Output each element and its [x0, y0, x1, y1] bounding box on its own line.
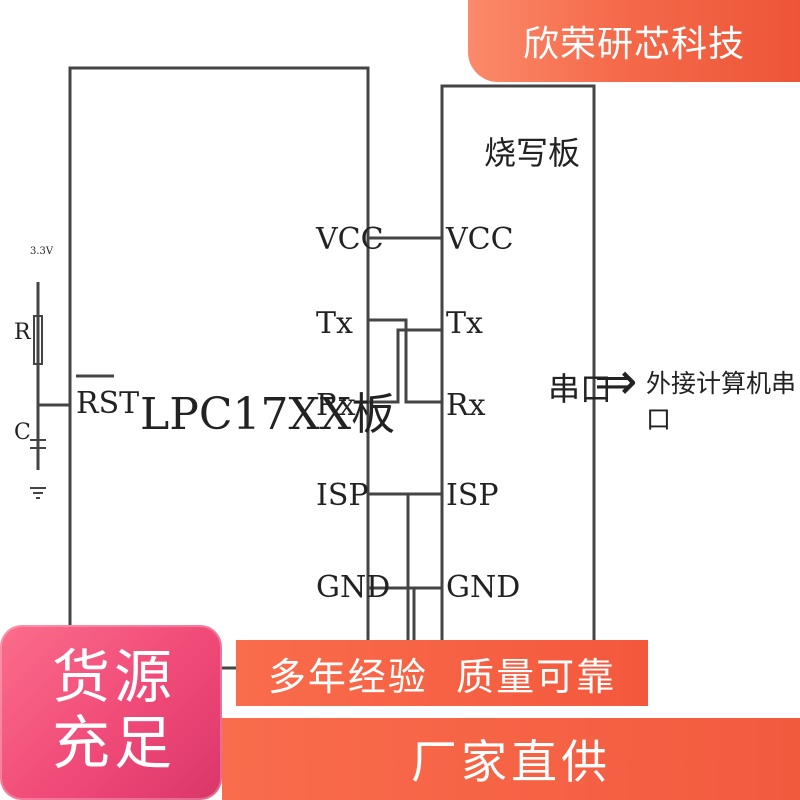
c-label: C — [14, 420, 31, 445]
r-label: R — [14, 320, 31, 345]
factory-text: 厂家直供 — [411, 735, 611, 789]
stock-line-1: 货源 — [51, 643, 176, 711]
company-name: 欣荣研芯科技 — [522, 24, 745, 65]
stock-badge-text: 货源 充足 — [14, 644, 214, 776]
left-pin-gnd: GND — [316, 570, 391, 605]
wire-rx — [368, 328, 442, 404]
right-pin-gnd: GND — [446, 570, 521, 605]
right-pin-vcc: VCC — [446, 222, 514, 257]
experience-banner: 多年经验 质量可靠 — [236, 640, 648, 706]
rst-label: RST — [76, 386, 140, 421]
resistor — [33, 315, 43, 365]
left-pin-vcc: VCC — [316, 222, 384, 257]
stock-line-2: 充足 — [51, 709, 176, 777]
factory-banner: 厂家直供 — [222, 718, 800, 800]
left-pin-isp: ISP — [316, 478, 369, 513]
right-pin-isp: ISP — [446, 478, 499, 513]
right-pin-rx: Rx — [446, 388, 486, 423]
external-pc-label: 外接计算机串口 — [646, 369, 797, 434]
double-arrow-icon: ⇒ — [594, 352, 638, 412]
left-pin-tx: Tx — [316, 306, 353, 341]
stock-badge — [0, 625, 222, 800]
experience-text: 多年经验 质量可靠 — [267, 654, 617, 699]
lpc-board-label: LPC17XX板 — [140, 389, 396, 440]
wire-tx — [368, 318, 442, 404]
company-banner: 欣荣研芯科技 — [468, 0, 800, 82]
left-pin-rx: Rx — [316, 388, 356, 423]
right-pin-tx: Tx — [446, 306, 483, 341]
voltage-label: 3.3V — [30, 246, 54, 257]
programmer-board-label: 烧写板 — [484, 134, 581, 172]
serial-port-label: 串口 — [548, 370, 613, 408]
